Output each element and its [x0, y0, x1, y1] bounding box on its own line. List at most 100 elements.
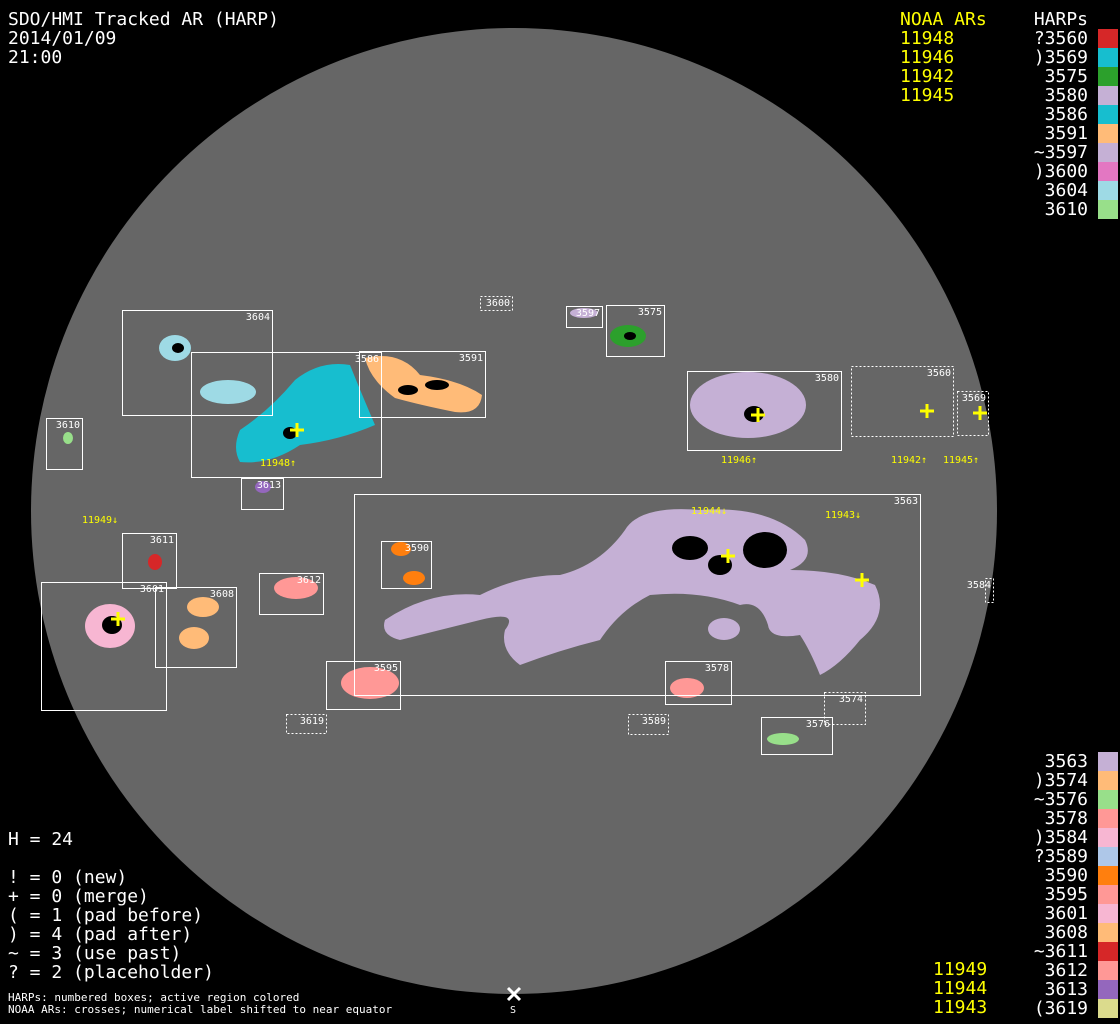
harp-color-swatch	[1098, 999, 1118, 1018]
date-text: 2014/01/09	[8, 28, 117, 49]
harp-box-label: 3569	[962, 393, 986, 404]
harp-color-swatch	[1098, 48, 1118, 67]
harp-color-swatch	[1098, 181, 1118, 200]
harp-box-label: 3586	[355, 354, 379, 365]
harp-color-swatch	[1098, 790, 1118, 809]
harp-box: 3610	[46, 418, 83, 470]
harp-color-swatch	[1098, 828, 1118, 847]
harp-box-label: 3613	[257, 480, 281, 491]
harp-box: 3600	[480, 296, 513, 311]
noaa-cross-icon	[751, 408, 765, 422]
harp-box: 3612	[259, 573, 324, 615]
harp-number: )3569	[1033, 47, 1088, 68]
noaa-ar-label: 11942↑	[891, 455, 927, 466]
harp-box: 3575	[606, 305, 665, 357]
harp-box: 3560	[851, 366, 954, 437]
harp-color-swatch	[1098, 923, 1118, 942]
harp-box-outline	[957, 391, 989, 436]
footer-notes: HARPs: numbered boxes; active region col…	[8, 992, 392, 1016]
harp-color-swatch	[1098, 752, 1118, 771]
harp-box-label: 3619	[300, 716, 324, 727]
harp-box-outline	[606, 305, 665, 357]
south-marker: S	[506, 986, 522, 1016]
harp-box: 3578	[665, 661, 732, 705]
noaa-ar-number: 11946	[900, 47, 955, 68]
noaa-cross-icon	[111, 612, 125, 626]
harp-box-outline	[381, 541, 432, 589]
sunspot	[624, 332, 636, 340]
harp-box: 3590	[381, 541, 432, 589]
harp-box-label: 3610	[56, 420, 80, 431]
harp-box-label: 3595	[374, 663, 398, 674]
legend-line: ? = 2 (placeholder)	[8, 962, 214, 983]
harps-header: HARPs	[1033, 9, 1088, 30]
harp-color-swatch	[1098, 942, 1118, 961]
harp-box-outline	[122, 310, 273, 416]
noaa-ar-number: 11948	[900, 28, 955, 49]
legend-line: ! = 0 (new)	[8, 867, 128, 888]
harp-box-label: 3575	[638, 307, 662, 318]
harp-number: )3600	[1033, 161, 1088, 182]
harp-box-outline	[687, 371, 842, 451]
harp-box-outline	[359, 351, 486, 418]
harp-number: 3604	[1044, 180, 1088, 201]
harp-box-outline	[566, 306, 603, 328]
footer-line: HARPs: numbered boxes; active region col…	[8, 991, 300, 1004]
legend-line: ) = 4 (pad after)	[8, 924, 193, 945]
harp-box-label: 3563	[894, 496, 918, 507]
harp-box: 3563	[354, 494, 921, 696]
harp-number: 3595	[1044, 884, 1088, 905]
harp-color-swatch	[1098, 67, 1118, 86]
harp-box-outline	[354, 494, 921, 696]
harp-number: 3610	[1044, 199, 1088, 220]
harp-box: 3604	[122, 310, 273, 416]
harp-box: 3619	[286, 714, 327, 734]
south-x-icon	[506, 986, 522, 1002]
harp-box-outline	[326, 661, 401, 710]
harp-box-outline	[46, 418, 83, 470]
noaa-cross-icon	[290, 423, 304, 437]
sunspot	[172, 343, 184, 353]
harp-number: )3574	[1033, 770, 1088, 791]
legend-line: ( = 1 (pad before)	[8, 905, 204, 926]
harp-box: 3576	[761, 717, 833, 755]
sunspot	[708, 555, 732, 575]
harp-number: 3612	[1044, 960, 1088, 981]
harp-box: 3611	[122, 533, 177, 589]
active-region	[255, 481, 271, 493]
harp-color-swatch	[1098, 885, 1118, 904]
harp-number: )3584	[1033, 827, 1088, 848]
harp-color-swatch	[1098, 866, 1118, 885]
harp-number: ~3576	[1033, 789, 1088, 810]
noaa-cross-icon	[721, 549, 735, 563]
harp-number: (3619	[1033, 998, 1088, 1019]
harp-number: 3591	[1044, 123, 1088, 144]
harp-box: 3580	[687, 371, 842, 451]
active-region	[274, 577, 318, 599]
harp-box: 3574	[824, 692, 866, 725]
harp-box-label: 3608	[210, 589, 234, 600]
harp-number: ~3597	[1033, 142, 1088, 163]
sunspot	[743, 532, 787, 568]
harp-number: 3578	[1044, 808, 1088, 829]
harp-number: ?3589	[1033, 846, 1088, 867]
harp-box-outline	[761, 717, 833, 755]
legend-h-count: H = 24	[8, 829, 74, 850]
active-region	[670, 678, 704, 698]
harp-box: 3601	[41, 582, 167, 711]
harp-box: 3586	[191, 352, 382, 478]
harp-number: 3590	[1044, 865, 1088, 886]
harp-box: 3584	[967, 578, 994, 603]
active-region	[391, 542, 411, 556]
harp-box: 3589	[628, 714, 669, 735]
active-region	[63, 432, 73, 444]
harp-number: 3580	[1044, 85, 1088, 106]
time-text: 21:00	[8, 47, 63, 68]
active-region	[708, 618, 740, 640]
harp-box-label: 3589	[642, 716, 666, 727]
harp-color-swatch	[1098, 29, 1118, 48]
harp-box-label: 3584	[967, 580, 991, 591]
